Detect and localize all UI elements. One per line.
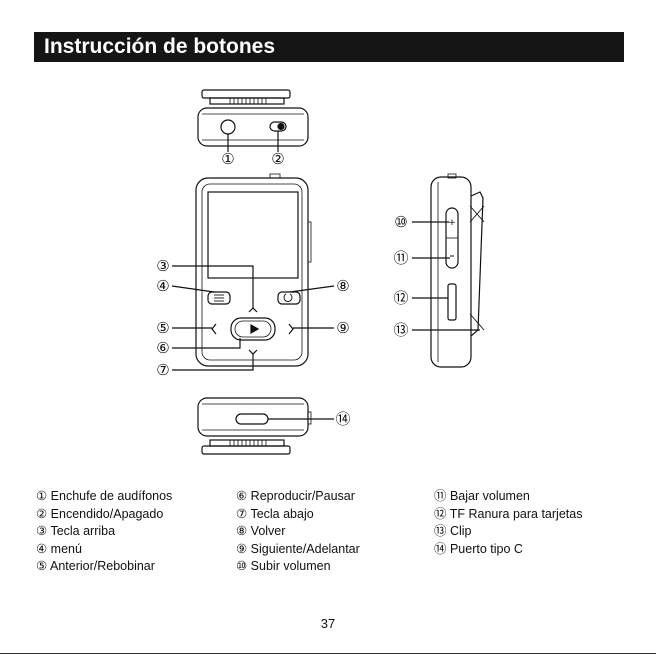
callout-5: ⑤ xyxy=(156,319,169,337)
tf-card-slot xyxy=(448,284,456,320)
chevron-left-icon xyxy=(212,324,216,334)
callout-1: ① xyxy=(221,150,234,168)
legend-item: ② Encendido/Apagado xyxy=(36,506,172,524)
callout-14: ⑭ xyxy=(335,410,350,428)
back-icon xyxy=(284,294,292,301)
callout-12: ⑫ xyxy=(393,289,408,307)
legend-item: ⑨ Siguiente/Adelantar xyxy=(236,541,360,559)
usb-c-port xyxy=(236,414,268,424)
device-top-view xyxy=(198,90,308,152)
back-button xyxy=(278,292,300,304)
headphone-jack-icon xyxy=(221,120,235,134)
callout-7: ⑦ xyxy=(156,361,169,379)
legend-item: ⑪ Bajar volumen xyxy=(434,488,582,506)
callout-13: ⑬ xyxy=(393,321,408,339)
device-side-view: + xyxy=(412,174,484,367)
leader-line-8 xyxy=(290,286,334,292)
callout-11: ⑪ xyxy=(393,249,408,267)
legend-item: ③ Tecla arriba xyxy=(36,523,172,541)
legend-item: ⑩ Subir volumen xyxy=(236,558,360,576)
front-view-body xyxy=(196,178,308,366)
play-icon xyxy=(251,325,258,333)
legend-item: ⑥ Reproducir/Pausar xyxy=(236,488,360,506)
legend-item: ⑭ Puerto tipo C xyxy=(434,541,582,559)
svg-text:+: + xyxy=(448,218,456,228)
legend-item: ⑫ TF Ranura para tarjetas xyxy=(434,506,582,524)
callout-6: ⑥ xyxy=(156,339,169,357)
legend-item: ① Enchufe de audífonos xyxy=(36,488,172,506)
callout-9: ⑨ xyxy=(336,319,349,337)
legend-item: ⑦ Tecla abajo xyxy=(236,506,360,524)
top-clip-ridges xyxy=(230,98,266,104)
callout-2: ② xyxy=(271,150,284,168)
page-number: 37 xyxy=(0,616,656,631)
bottom-clip-bar xyxy=(202,446,290,454)
chevron-down-icon xyxy=(249,350,257,354)
callout-3: ③ xyxy=(156,257,169,275)
side-view-body xyxy=(431,177,471,367)
legend-column-3: ⑪ Bajar volumen ⑫ TF Ranura para tarjeta… xyxy=(434,488,582,558)
callout-4: ④ xyxy=(156,277,169,295)
callout-10: ⑩ xyxy=(394,213,407,231)
callout-8: ⑧ xyxy=(336,277,349,295)
legend-column-2: ⑥ Reproducir/Pausar ⑦ Tecla abajo ⑧ Volv… xyxy=(236,488,360,576)
leader-line-6 xyxy=(172,338,240,348)
chevron-up-icon xyxy=(249,308,257,312)
legend-item: ⑤ Anterior/Rebobinar xyxy=(36,558,172,576)
leader-line-3 xyxy=(172,266,253,308)
leader-line-4 xyxy=(172,286,214,292)
top-clip-base xyxy=(210,98,284,104)
bottom-clip-base xyxy=(210,440,284,446)
leader-line-7 xyxy=(172,354,253,370)
legend-item: ④ menú xyxy=(36,541,172,559)
screen xyxy=(208,192,298,278)
bottom-rule xyxy=(0,653,656,654)
legend-column-1: ① Enchufe de audífonos ② Encendido/Apaga… xyxy=(36,488,172,576)
legend-item: ⑧ Volver xyxy=(236,523,360,541)
legend-item: ⑬ Clip xyxy=(434,523,582,541)
device-bottom-view xyxy=(198,398,334,454)
chevron-right-icon xyxy=(289,324,293,334)
device-front-view xyxy=(172,174,334,370)
top-clip-bar xyxy=(202,90,290,98)
